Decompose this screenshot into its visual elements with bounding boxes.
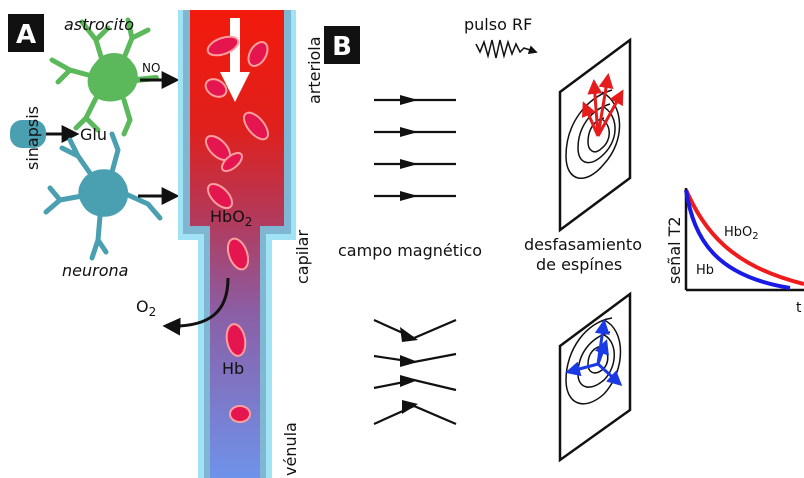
panel-b-label-box — [324, 26, 360, 64]
red-blood-cell — [206, 35, 240, 57]
no-label: NO — [142, 61, 160, 75]
red-blood-cell — [221, 152, 243, 172]
panel-a: A astrocito NO sinapsis Glu ne — [8, 10, 324, 478]
dephasing-label-line2: de espínes — [536, 255, 622, 274]
hb-decay-curve — [684, 189, 791, 290]
red-blood-cells — [204, 35, 269, 423]
capillary-label: capilar — [293, 230, 312, 284]
neuron-cell — [43, 131, 163, 261]
neuron-label: neurona — [62, 261, 128, 280]
o2-label: O2 — [136, 297, 156, 319]
spin-plane-bottom — [558, 291, 632, 463]
dephasing-label-line1: desfasamiento — [524, 235, 642, 254]
t2-decay-plot: señal T2 t HbO2 Hb — [665, 188, 804, 316]
o2-release-arrow — [162, 277, 230, 336]
hb-label: Hb — [222, 359, 244, 378]
red-blood-cell — [243, 111, 269, 141]
panel-b-label: B — [332, 32, 352, 62]
red-blood-cell — [247, 41, 269, 67]
arteriole-label: arteriola — [305, 36, 324, 104]
astrocyte-cell — [49, 17, 159, 137]
spin-plane-top — [558, 37, 632, 233]
hb-curve-label: Hb — [696, 263, 714, 278]
hbo2-decay-curve — [684, 189, 804, 286]
red-blood-cell — [204, 78, 228, 98]
flow-direction-arrow — [220, 18, 250, 102]
panel-a-label-box — [8, 14, 44, 52]
synapse-blob — [10, 120, 46, 148]
red-blood-cell — [226, 237, 250, 271]
red-blood-cell — [229, 405, 251, 423]
t2-axis-label: señal T2 — [665, 216, 684, 284]
uniform-field-lines — [374, 95, 456, 201]
astrocyte-label: astrocito — [64, 15, 134, 34]
hbo2-curve-label: HbO2 — [724, 225, 759, 242]
glu-label: Glu — [80, 125, 107, 144]
panel-a-label: A — [16, 20, 36, 50]
rf-pulse-wave — [475, 39, 538, 59]
panel-b: B pulso RF campo magnético — [324, 15, 804, 463]
red-blood-cell — [225, 323, 247, 357]
rf-pulse-label: pulso RF — [464, 15, 532, 34]
synapse-label: sinapsis — [23, 106, 42, 170]
hbo2-label: HbO2 — [210, 207, 252, 229]
distorted-field-lines — [373, 318, 457, 426]
red-blood-cell — [206, 182, 234, 210]
t-axis-label: t — [796, 300, 802, 316]
magnetic-field-label: campo magnético — [338, 241, 482, 260]
venule-label: vénula — [281, 422, 300, 476]
